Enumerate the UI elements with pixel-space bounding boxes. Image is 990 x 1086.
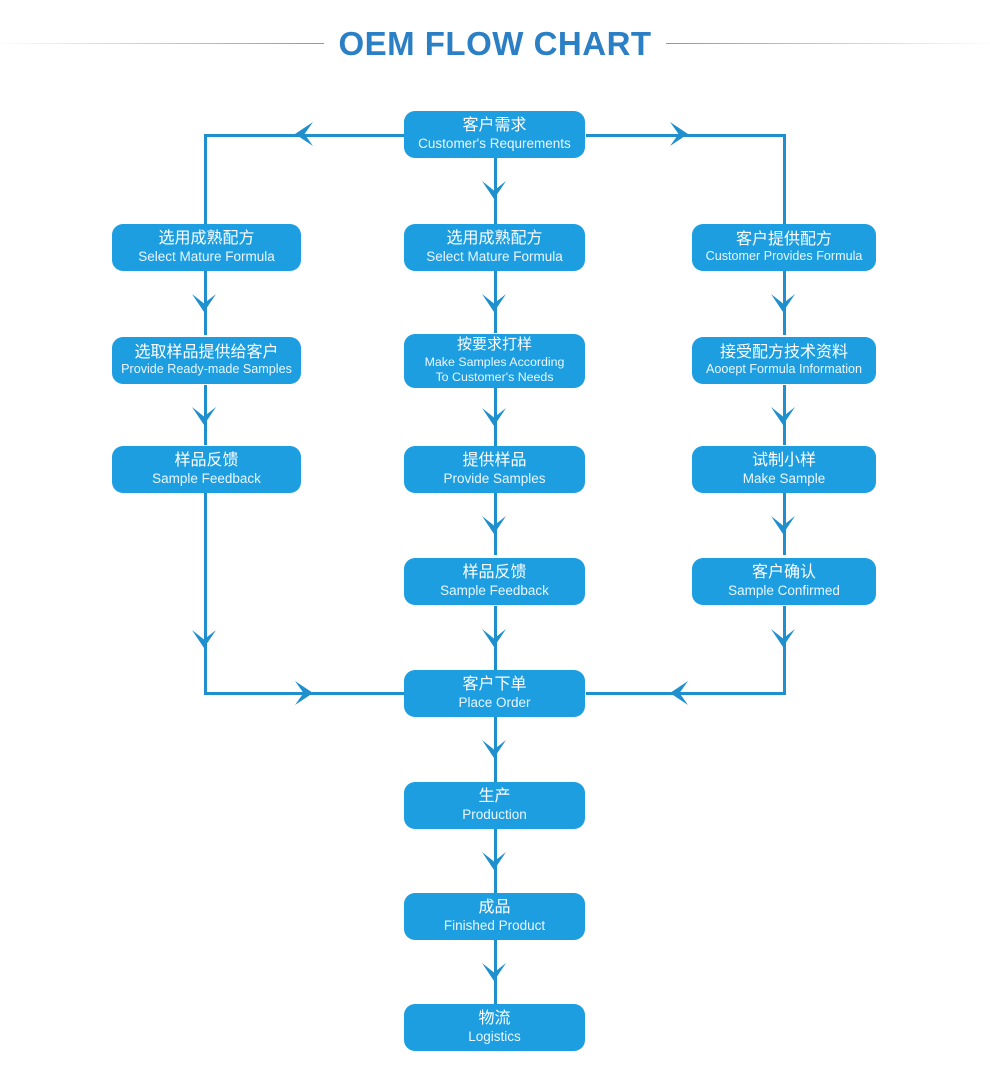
node-label-cn: 选用成熟配方 bbox=[158, 230, 255, 248]
title-rule-left bbox=[0, 42, 325, 44]
node-customer-provides-formula[interactable]: 客户提供配方 Customer Provides Formula bbox=[692, 224, 876, 271]
node-label-en: Logistics bbox=[468, 1028, 521, 1044]
arrow-down-icon-center4-order bbox=[478, 624, 510, 654]
edge-right2-to-right3 bbox=[783, 385, 786, 445]
node-label-en: Provide Samples bbox=[443, 470, 546, 486]
title-rule-right bbox=[665, 42, 990, 44]
arrow-down-icon-center2-center3 bbox=[478, 403, 510, 433]
node-label-en: Customer's Requrements bbox=[418, 135, 571, 151]
node-logistics[interactable]: 物流 Logistics bbox=[404, 1004, 585, 1051]
node-label-en: Place Order bbox=[458, 694, 531, 710]
arrow-down-icon-left1-left2 bbox=[188, 289, 220, 319]
arrow-down-icon-right1-right2 bbox=[767, 289, 799, 319]
arrow-down-icon-right2-right3 bbox=[767, 402, 799, 432]
node-provide-ready-made-samples[interactable]: 选取样品提供给客户 Provide Ready-made Samples bbox=[112, 337, 301, 384]
node-label-en: Make Sample bbox=[742, 470, 826, 486]
node-label-en: Finished Product bbox=[443, 917, 546, 933]
arrow-down-icon-left2-left3 bbox=[188, 402, 220, 432]
node-label-cn: 成品 bbox=[478, 899, 511, 917]
node-finished-product[interactable]: 成品 Finished Product bbox=[404, 893, 585, 940]
arrow-down-icon-finished-logistics bbox=[478, 958, 510, 988]
arrow-down-icon-center1-center2 bbox=[478, 289, 510, 319]
arrow-down-icon-production-finished bbox=[478, 847, 510, 877]
node-label-cn: 选取样品提供给客户 bbox=[134, 343, 279, 361]
arrow-right-icon-top-bus bbox=[663, 118, 695, 150]
node-label-en-line2: To Customer's Needs bbox=[435, 370, 554, 385]
node-label-en: Customer Provides Formula bbox=[705, 249, 863, 264]
edge-left2-to-left3 bbox=[204, 385, 207, 445]
arrow-down-icon-right4-drop bbox=[767, 624, 799, 654]
node-label-en: Select Mature Formula bbox=[426, 248, 563, 264]
node-select-mature-formula-center[interactable]: 选用成熟配方 Select Mature Formula bbox=[404, 224, 585, 271]
node-label-en: Production bbox=[462, 806, 527, 822]
page-title: OEM FLOW CHART bbox=[0, 18, 990, 68]
edge-right4-to-order-drop bbox=[783, 606, 786, 695]
node-label-cn: 生产 bbox=[478, 788, 511, 806]
node-make-samples-according-to-needs[interactable]: 按要求打样 Make Samples According To Customer… bbox=[404, 334, 585, 388]
node-label-cn: 物流 bbox=[478, 1010, 511, 1028]
node-label-en: Select Mature Formula bbox=[138, 248, 275, 264]
arrow-down-icon-left3-drop bbox=[188, 625, 220, 655]
node-label-cn: 提供样品 bbox=[462, 452, 527, 470]
node-label-cn: 客户确认 bbox=[751, 564, 816, 582]
node-label-cn: 客户需求 bbox=[462, 117, 527, 135]
node-label-cn: 客户提供配方 bbox=[735, 230, 832, 248]
edge-center3-to-center4 bbox=[493, 493, 497, 555]
node-label-cn: 样品反馈 bbox=[462, 564, 527, 582]
arrow-down-icon-right3-right4 bbox=[767, 511, 799, 541]
page-title-text: OEM FLOW CHART bbox=[338, 24, 652, 62]
node-sample-feedback-left[interactable]: 样品反馈 Sample Feedback bbox=[112, 446, 301, 493]
node-label-cn: 接受配方技术资料 bbox=[719, 343, 848, 361]
node-select-mature-formula-left[interactable]: 选用成熟配方 Select Mature Formula bbox=[112, 224, 301, 271]
node-label-en: Sample Confirmed bbox=[728, 582, 840, 598]
node-label-cn: 客户下单 bbox=[462, 676, 527, 694]
edge-right-to-order-bus bbox=[586, 692, 786, 695]
arrow-down-icon-start-center1 bbox=[478, 176, 510, 206]
node-place-order[interactable]: 客户下单 Place Order bbox=[404, 670, 585, 717]
edge-center1-to-center2 bbox=[493, 271, 497, 333]
node-customer-requirements[interactable]: 客户需求 Customer's Requrements bbox=[404, 111, 585, 158]
node-sample-feedback-center[interactable]: 样品反馈 Sample Feedback bbox=[404, 558, 585, 605]
arrow-down-icon-order-production bbox=[478, 735, 510, 765]
edge-right-branch-drop bbox=[783, 133, 786, 224]
node-label-en-line1: Make Samples According bbox=[424, 354, 565, 369]
node-label-en: Provide Ready-made Samples bbox=[121, 362, 292, 377]
node-label-cn: 选用成熟配方 bbox=[446, 230, 543, 248]
arrow-left-icon-top-bus bbox=[288, 118, 320, 150]
edge-left-branch-drop bbox=[204, 133, 207, 224]
node-label-cn: 按要求打样 bbox=[456, 336, 532, 354]
node-accept-formula-information[interactable]: 接受配方技术资料 Aooept Formula Information bbox=[692, 337, 876, 384]
node-label-cn: 样品反馈 bbox=[174, 452, 239, 470]
arrow-down-icon-center3-center4 bbox=[478, 511, 510, 541]
node-label-cn: 试制小样 bbox=[751, 452, 816, 470]
node-make-sample[interactable]: 试制小样 Make Sample bbox=[692, 446, 876, 493]
node-label-en: Sample Feedback bbox=[152, 470, 261, 486]
node-label-en: Aooept Formula Information bbox=[705, 362, 863, 377]
arrow-right-icon-left-order-bus bbox=[288, 677, 320, 709]
arrow-left-icon-right-order-bus bbox=[663, 677, 695, 709]
edge-right3-to-right4 bbox=[783, 493, 786, 555]
node-production[interactable]: 生产 Production bbox=[404, 782, 585, 829]
edge-left3-to-order-drop bbox=[204, 493, 207, 695]
node-label-en: Sample Feedback bbox=[440, 582, 549, 598]
node-sample-confirmed[interactable]: 客户确认 Sample Confirmed bbox=[692, 558, 876, 605]
node-provide-samples[interactable]: 提供样品 Provide Samples bbox=[404, 446, 585, 493]
